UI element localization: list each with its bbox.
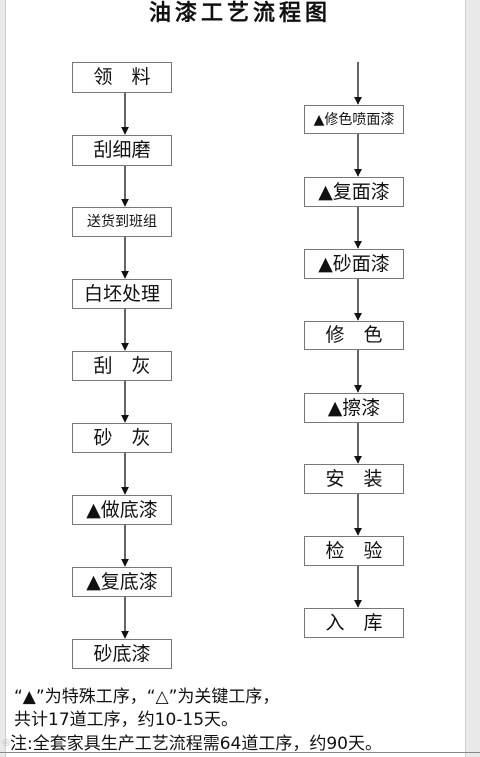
step-box-inspect: 检 验 <box>304 536 404 566</box>
step-box-delivery: 送货到班组 <box>72 207 172 237</box>
step-box-storage: 入 库 <box>304 608 404 638</box>
watermark: ◎ <box>2 738 10 748</box>
step-box-white-blank: 白坯处理 <box>72 279 172 309</box>
step-box-sand-topcoat: ▲砂面漆 <box>304 249 404 279</box>
step-box-sand-primer: 砂底漆 <box>72 639 172 669</box>
window-frame-right <box>465 0 480 757</box>
page-title: 油漆工艺流程图 <box>148 1 331 26</box>
footnote: 注:全套家具生产工艺流程需64道工序，约90天。 <box>10 734 382 754</box>
step-box-touch-color: 修 色 <box>304 321 404 350</box>
step-box-re-primer: ▲复底漆 <box>72 567 172 597</box>
step-box-ling-liao: 领 料 <box>72 62 172 93</box>
step-box-gua-xi-mo: 刮细磨 <box>72 135 172 166</box>
step-box-color-spray: ▲修色喷面漆 <box>304 105 404 134</box>
step-box-gua-hui: 刮 灰 <box>72 351 172 381</box>
step-box-re-topcoat: ▲复面漆 <box>304 177 404 207</box>
summary-note: 共计17道工序，约10-15天。 <box>14 710 239 730</box>
step-box-sha-hui: 砂 灰 <box>72 423 172 453</box>
legend-note: “▲”为特殊工序，“△”为关键工序， <box>14 687 280 707</box>
bottom-divider <box>0 752 480 753</box>
step-box-primer: ▲做底漆 <box>72 495 172 525</box>
step-box-install: 安 装 <box>304 464 404 494</box>
window-frame-left <box>0 0 6 757</box>
step-box-wipe: ▲擦漆 <box>304 393 404 423</box>
